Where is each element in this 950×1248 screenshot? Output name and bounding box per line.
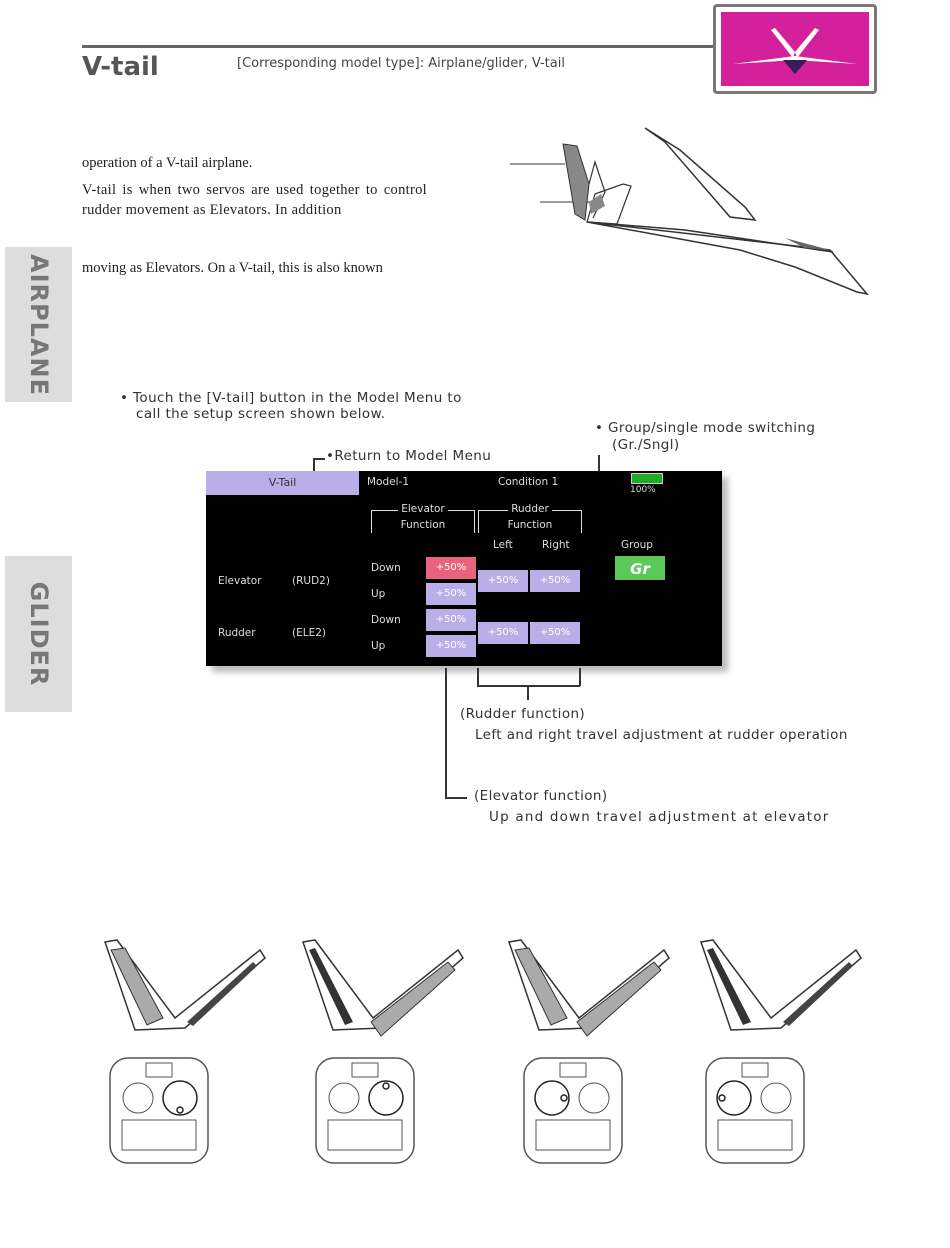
return-callout: •Return to Model Menu (326, 448, 492, 464)
left-column-label: Left (493, 539, 513, 551)
elevator-down-label: Down (371, 562, 401, 574)
vtail-plane-icon (733, 28, 857, 74)
elevator-row-label: Elevator (218, 575, 262, 587)
rudder-up-rate-button[interactable]: +50% (426, 635, 476, 657)
vtail-movement-illustrations (104, 939, 862, 1164)
rudder-callout-title: (Rudder function) (460, 706, 586, 722)
side-tab-glider[interactable]: GLIDER (5, 556, 72, 712)
elevator-left-rate-button[interactable]: +50% (478, 570, 528, 592)
rudder-down-rate-button[interactable]: +50% (426, 609, 476, 631)
transmitter-4 (705, 1057, 805, 1164)
rudder-function-label-2: Function (507, 519, 553, 531)
elevator-up-rate-button[interactable]: +50% (426, 583, 476, 605)
rudder-callout-desc: Left and right travel adjustment at rudd… (475, 727, 848, 743)
rudder-right-rate-button[interactable]: +50% (530, 622, 580, 644)
elevator-up-label: Up (371, 588, 386, 600)
intro-line-3: moving as Elevators. On a V-tail, this i… (82, 260, 383, 276)
rudder-bracket-left (477, 668, 479, 686)
rudder-function-label-1: Rudder (508, 503, 552, 515)
instruction-line-2: call the setup screen shown below. (136, 406, 386, 422)
tail-illustration-4 (700, 939, 862, 1031)
condition-name: Condition 1 (498, 476, 559, 488)
tail-illustration-3 (508, 939, 670, 1037)
elevator-row-channel: (RUD2) (292, 575, 330, 587)
glider-illustration (510, 127, 869, 296)
rudder-row-channel: (ELE2) (292, 627, 326, 639)
header-rule (82, 45, 714, 48)
elevator-leader-h (445, 797, 467, 799)
transmitter-3 (523, 1057, 623, 1164)
rudder-down-label: Down (371, 614, 401, 626)
group-callout-title: • Group/single mode switching (595, 420, 816, 436)
tail-illustration-2 (302, 939, 464, 1037)
return-leader-h (313, 458, 325, 460)
rudder-bracket-bottom (477, 685, 580, 687)
page-subtitle: [Corresponding model type]: Airplane/gli… (237, 56, 565, 71)
intro-line-1: operation of a V-tail airplane. (82, 155, 253, 171)
rudder-left-rate-button[interactable]: +50% (478, 622, 528, 644)
group-mode-button[interactable]: Gr (615, 556, 665, 580)
tail-illustration-1 (104, 939, 266, 1031)
vtail-setup-screen: V-Tail Model-1 Condition 1 100% Elevator… (206, 471, 722, 666)
transmitter-2 (315, 1057, 415, 1164)
vtail-badge (713, 4, 877, 94)
vtail-tab-button[interactable]: V-Tail (206, 471, 359, 495)
intro-paragraph: V-tail is when two servos are used toget… (82, 182, 427, 218)
elevator-down-rate-button[interactable]: +50% (426, 557, 476, 579)
page-title: V-tail (82, 52, 159, 82)
group-callout-sub: (Gr./Sngl) (612, 437, 680, 453)
instruction-line-1: • Touch the [V-tail] button in the Model… (120, 390, 462, 406)
rudder-bracket-stem (527, 685, 529, 700)
rudder-bracket-right (579, 668, 581, 686)
side-tab-airplane[interactable]: AIRPLANE (5, 247, 72, 402)
elevator-function-label-1: Elevator (398, 503, 448, 515)
rudder-row-label: Rudder (218, 627, 256, 639)
elevator-function-label-2: Function (400, 519, 446, 531)
transmitter-1 (109, 1057, 209, 1164)
elevator-callout-desc: Up and down travel adjustment at elevato… (489, 809, 830, 825)
right-column-label: Right (542, 539, 570, 551)
model-name: Model-1 (367, 476, 409, 488)
group-label: Group (621, 539, 653, 551)
rudder-up-label: Up (371, 640, 386, 652)
elevator-callout-title: (Elevator function) (474, 788, 608, 804)
battery-icon (631, 473, 663, 484)
elevator-leader-v (445, 668, 447, 798)
side-tab-glider-label: GLIDER (24, 581, 53, 687)
battery-level: 100% (630, 485, 656, 495)
elevator-right-rate-button[interactable]: +50% (530, 570, 580, 592)
side-tab-airplane-label: AIRPLANE (24, 253, 53, 396)
